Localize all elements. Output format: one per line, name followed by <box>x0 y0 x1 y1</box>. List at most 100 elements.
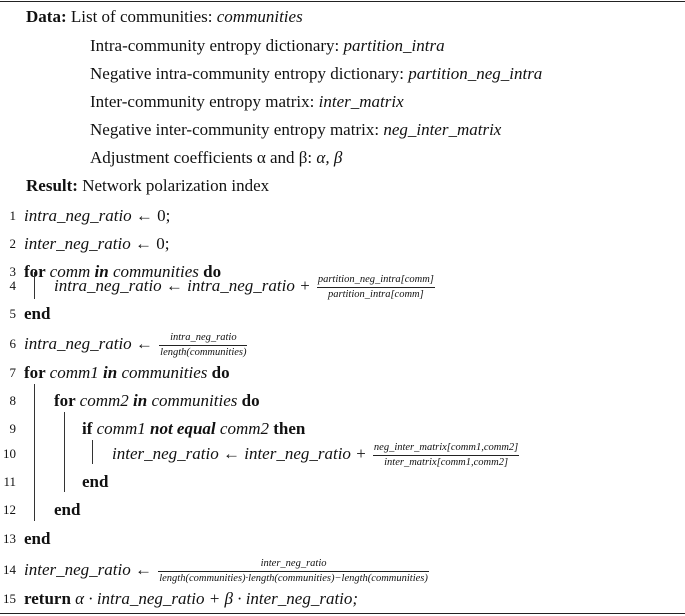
line-number: 3 <box>9 264 17 279</box>
line-number: 1 <box>9 208 17 223</box>
algo-line-2: inter_neg_ratio ← 0; <box>24 233 169 255</box>
data-line-1: Data: List of communities: communities <box>26 6 303 28</box>
denominator: inter_matrix[comm1,comm2] <box>372 454 520 469</box>
line-number: 9 <box>9 421 17 436</box>
data-line-6: Adjustment coefficients α and β: α, β <box>90 147 342 169</box>
assign-zero: ← 0; <box>130 234 170 253</box>
expr: inter_neg_ratio ← <box>24 560 157 579</box>
kw-do: do <box>203 262 222 281</box>
loop-set: communities <box>151 391 242 410</box>
data-line-4: Inter-community entropy matrix: inter_ma… <box>90 91 404 113</box>
line-number: 11 <box>3 474 16 489</box>
data-item-var: neg_inter_matrix <box>383 120 502 139</box>
var-inter-neg-ratio: inter_neg_ratio <box>24 234 131 253</box>
kw-in: in <box>94 262 113 281</box>
algo-line-5: end <box>24 303 50 325</box>
data-item-var: α, β <box>316 148 343 167</box>
data-label: Data: <box>26 7 67 26</box>
algo-line-8: for comm2 in communities do <box>54 390 260 412</box>
kw-then: then <box>273 419 306 438</box>
algo-line-9: if comm1 not equal comm2 then <box>82 418 305 440</box>
denominator: partition_intra[comm] <box>316 286 435 301</box>
loop-set: communities <box>112 262 204 281</box>
kw-end: end <box>24 304 51 323</box>
result-line: Result: Network polarization index <box>26 175 269 197</box>
kw-for: for <box>24 262 50 281</box>
numerator: partition_neg_intra[comm] <box>317 273 434 285</box>
data-item-text: Negative intra-community entropy diction… <box>90 64 409 83</box>
kw-in: in <box>103 363 122 382</box>
data-item-text: List of communities: <box>70 7 217 26</box>
loop-var: comm <box>49 262 95 281</box>
kw-not-equal: not equal <box>150 419 220 438</box>
line-number: 14 <box>3 562 16 577</box>
numerator: neg_inter_matrix[comm1,comm2] <box>373 441 519 453</box>
loop-var: comm2 <box>79 391 134 410</box>
line-number: 2 <box>9 236 17 251</box>
line-number: 15 <box>3 591 16 606</box>
kw-end: end <box>54 500 81 519</box>
data-item-text: Adjustment coefficients α and β: <box>90 148 317 167</box>
line-number: 12 <box>3 502 16 517</box>
data-line-2: Intra-community entropy dictionary: part… <box>90 35 445 57</box>
loop-var: comm1 <box>49 363 104 382</box>
expr: inter_neg_ratio ← inter_neg_ratio + <box>112 444 371 463</box>
algo-line-1: intra_neg_ratio ← 0; <box>24 205 170 227</box>
kw-do: do <box>211 363 230 382</box>
denominator: length(communities)·length(communities)−… <box>158 570 429 584</box>
line-number: 7 <box>9 365 17 380</box>
expr: intra_neg_ratio ← <box>24 334 158 353</box>
data-item-var: inter_matrix <box>318 92 404 111</box>
algo-line-10: inter_neg_ratio ← inter_neg_ratio + neg_… <box>112 438 521 470</box>
block-bar <box>34 272 35 299</box>
kw-in: in <box>133 391 152 410</box>
algo-line-13: end <box>24 528 50 550</box>
block-bar <box>64 412 65 492</box>
algo-line-12: end <box>54 499 80 521</box>
data-item-var: partition_neg_intra <box>408 64 543 83</box>
kw-for: for <box>24 363 50 382</box>
line-number: 6 <box>9 336 17 351</box>
assign-zero: ← 0; <box>131 206 171 225</box>
kw-return: return <box>24 589 76 608</box>
fraction: neg_inter_matrix[comm1,comm2]inter_matri… <box>372 441 520 469</box>
fraction: partition_neg_intra[comm]partition_intra… <box>316 273 435 301</box>
kw-end: end <box>24 529 51 548</box>
line-number: 8 <box>9 393 17 408</box>
line-number: 10 <box>3 446 16 461</box>
kw-if: if <box>82 419 97 438</box>
block-bar <box>92 440 93 464</box>
data-item-var: communities <box>216 7 303 26</box>
numerator: intra_neg_ratio <box>170 331 237 343</box>
result-text: Network polarization index <box>82 176 270 195</box>
expr: intra_neg_ratio ← intra_neg_ratio + <box>54 276 315 295</box>
operand: comm1 <box>96 419 150 438</box>
top-rule <box>0 1 685 2</box>
data-item-text: Intra-community entropy dictionary: <box>90 36 344 55</box>
kw-for: for <box>54 391 80 410</box>
return-expr: α · intra_neg_ratio + β · inter_neg_rati… <box>75 589 359 608</box>
numerator: inter_neg_ratio <box>260 557 327 569</box>
data-line-5: Negative inter-community entropy matrix:… <box>90 119 501 141</box>
data-item-text: Inter-community entropy matrix: <box>90 92 319 111</box>
algo-line-4: intra_neg_ratio ← intra_neg_ratio + part… <box>54 270 437 302</box>
data-item-var: partition_intra <box>343 36 445 55</box>
loop-set: communities <box>121 363 212 382</box>
kw-end: end <box>82 472 109 491</box>
block-bar <box>34 384 35 521</box>
var-intra-neg-ratio: intra_neg_ratio <box>24 206 132 225</box>
algo-line-11: end <box>82 471 108 493</box>
algo-line-7: for comm1 in communities do <box>24 362 230 384</box>
algo-line-3: for comm in communities do <box>24 261 221 283</box>
algo-line-15: return α · intra_neg_ratio + β · inter_n… <box>24 588 358 610</box>
result-label: Result: <box>26 176 78 195</box>
line-number: 13 <box>3 531 16 546</box>
operand: comm2 <box>219 419 274 438</box>
line-number: 4 <box>9 278 17 293</box>
data-item-text: Negative inter-community entropy matrix: <box>90 120 384 139</box>
line-number: 5 <box>9 306 17 321</box>
